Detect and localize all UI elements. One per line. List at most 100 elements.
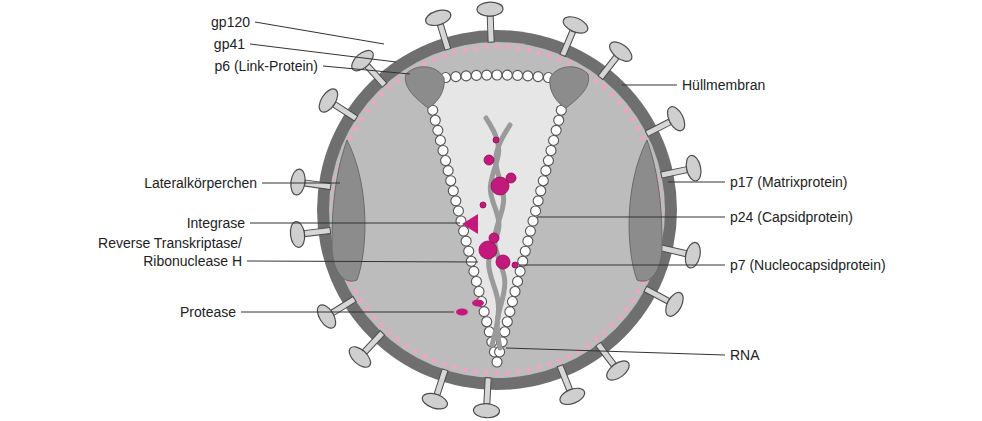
- gp41-stem: [365, 64, 387, 87]
- gp120-knob: [289, 221, 306, 249]
- matrix-dot: [432, 57, 437, 62]
- capsid-subunit: [482, 317, 492, 327]
- matrix-dot: [387, 330, 392, 335]
- matrix-dot: [630, 298, 635, 303]
- link-protein: [550, 67, 589, 108]
- envelope-spike: [424, 7, 461, 53]
- matrix-dot: [423, 354, 428, 359]
- matrix-dot: [610, 92, 615, 97]
- envelope-spike: [639, 277, 687, 319]
- spikes: [289, 2, 703, 419]
- virion: [289, 2, 703, 419]
- gp120-knob: [314, 302, 340, 331]
- part-label: p24 (Capsidprotein): [730, 208, 853, 226]
- gp120-knob: [684, 154, 703, 182]
- matrix-dot: [636, 126, 641, 131]
- capsid-subunit: [433, 125, 443, 135]
- matrix-dot: [442, 53, 447, 58]
- matrix-dot: [617, 315, 622, 320]
- matrix-dot: [463, 367, 468, 372]
- capsid-subunit: [523, 71, 533, 81]
- matrix-dot: [567, 61, 572, 66]
- matrix-dot: [379, 323, 384, 328]
- matrix-dot: [484, 370, 489, 375]
- gp41-stem: [304, 180, 331, 190]
- capsid-subunit: [513, 70, 523, 80]
- gp120-knob: [664, 104, 688, 134]
- gp41-stem: [304, 227, 331, 236]
- part-label: Integrase: [187, 214, 245, 232]
- part-label: p6 (Link-Protein): [215, 57, 319, 75]
- matrix-dot: [526, 367, 531, 372]
- gp41-stem: [487, 16, 494, 42]
- leader-line: [537, 217, 725, 218]
- matrix-dot: [372, 315, 377, 320]
- gp120-knob: [558, 385, 587, 408]
- matrix-dot: [576, 349, 581, 354]
- capsid-subunit: [549, 135, 559, 145]
- gp120-knob: [346, 343, 375, 371]
- gp41-stem: [333, 102, 358, 121]
- envelope-spike: [588, 336, 633, 384]
- gp41-stem: [437, 24, 450, 51]
- matrix-dot: [365, 108, 370, 113]
- matrix-dot: [379, 92, 384, 97]
- lateral-body: [629, 140, 662, 281]
- envelope-spike: [551, 13, 591, 60]
- matrix-dot: [495, 45, 500, 50]
- leader-line: [506, 348, 725, 355]
- part-label: RNA: [730, 346, 760, 364]
- gp120-knob: [662, 290, 687, 320]
- gp41-stem: [362, 331, 384, 354]
- gp120-knob: [473, 403, 500, 418]
- leader-line: [255, 22, 384, 44]
- matrix-dot: [641, 136, 646, 141]
- capsid-subunit: [507, 297, 517, 307]
- gp120-knob: [420, 390, 449, 411]
- matrix-dot: [495, 371, 500, 376]
- matrix-dot: [413, 349, 418, 354]
- matrix-dot: [463, 48, 468, 53]
- capsid-subunit: [510, 287, 520, 297]
- protease-shape: [472, 300, 484, 307]
- capsid-subunit: [482, 70, 492, 80]
- gp41-stem: [645, 119, 671, 136]
- envelope-spike: [658, 235, 703, 269]
- matrix-dot: [452, 365, 457, 370]
- capsid-subunit: [500, 327, 510, 337]
- gp41-stem: [434, 369, 448, 396]
- capsid-subunit: [525, 226, 535, 236]
- capsid-subunit: [451, 72, 461, 82]
- capsid-subunit: [441, 156, 451, 166]
- matrix-dot: [404, 343, 409, 348]
- matrix-dot: [442, 362, 447, 367]
- matrix-dot: [387, 85, 392, 90]
- gp41-stem: [596, 342, 616, 366]
- envelope-spike: [473, 377, 501, 418]
- capsid-subunit: [474, 287, 484, 297]
- capsid-subunit: [502, 317, 512, 327]
- capsid-subunit: [531, 206, 541, 216]
- capsid-subunit: [438, 146, 448, 156]
- matrix-dot: [505, 370, 510, 375]
- capsid-subunit: [471, 276, 481, 286]
- capsid-subunit: [479, 307, 489, 317]
- matrix-dot: [395, 337, 400, 342]
- part-label: p17 (Matrixprotein): [730, 173, 848, 191]
- viral-enzyme: [484, 155, 494, 165]
- gp120-knob: [289, 168, 306, 196]
- matrix-dot: [395, 78, 400, 83]
- capsid-subunit: [492, 357, 502, 367]
- capsid-subunit: [543, 156, 553, 166]
- matrix-dot: [602, 330, 607, 335]
- capsid-subunit: [533, 196, 543, 206]
- matrix-dot: [557, 358, 562, 363]
- matrix-dots: [332, 45, 663, 376]
- matrix-dot: [348, 136, 353, 141]
- lateral-body: [332, 140, 365, 281]
- capsid-subunit: [541, 166, 551, 176]
- envelope-spike: [659, 154, 704, 188]
- capsid-subunit: [461, 236, 471, 246]
- gp41-stem: [484, 378, 491, 404]
- viral-enzyme: [489, 233, 499, 243]
